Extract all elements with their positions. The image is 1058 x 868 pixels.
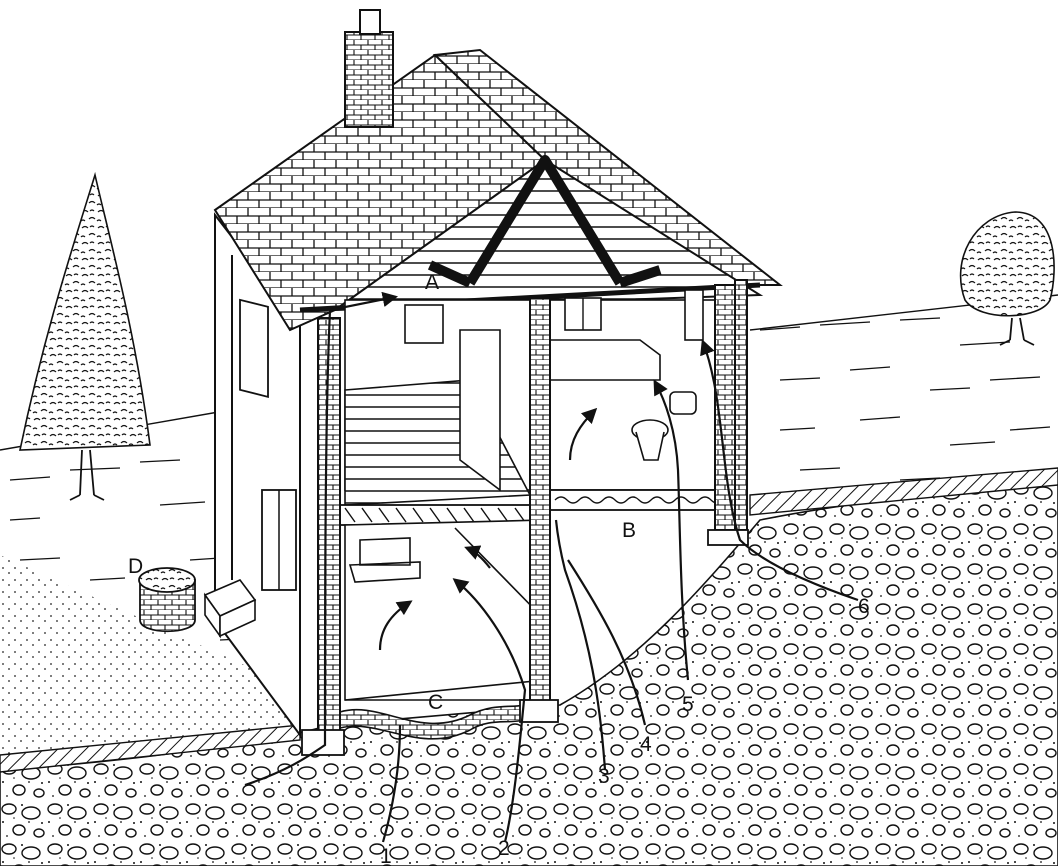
well-d [138, 567, 196, 633]
label-route-3: 3 [598, 765, 610, 788]
lawn-strip [0, 555, 300, 760]
post-base-left [301, 729, 345, 756]
toilet [631, 391, 697, 461]
route-a [244, 291, 399, 787]
label-b: B [622, 519, 637, 542]
deciduous-tree [959, 211, 1055, 346]
label-route-6: 6 [858, 595, 870, 618]
arrow-crack [464, 545, 491, 569]
internal-doorway [459, 329, 501, 492]
label-d: D [128, 555, 144, 578]
route-5 [653, 379, 690, 681]
label-route-4: 4 [640, 733, 652, 756]
chimney [344, 31, 394, 128]
route-1 [381, 724, 402, 843]
surface-hatch-left [0, 724, 301, 773]
bathroom-window [684, 289, 704, 341]
front-posts [317, 279, 748, 737]
fireplace [348, 537, 421, 583]
upper-side-window [239, 298, 269, 398]
gable-timbers [427, 155, 662, 288]
side-steps [203, 579, 257, 639]
label-a: A [425, 271, 440, 294]
conifer-tree [19, 171, 151, 501]
arrow-upper-room [568, 407, 598, 461]
route-4 [567, 559, 647, 726]
arrow-lower-room [378, 600, 413, 651]
route-2 [452, 578, 527, 843]
upper-left-window [404, 304, 444, 344]
label-route-1: 1 [380, 845, 392, 868]
bathtub [549, 339, 661, 381]
label-route-5: 5 [682, 693, 694, 716]
surface-hatch-right [749, 467, 1058, 516]
label-c: C [428, 691, 444, 714]
post-base-middle [519, 699, 559, 723]
chimney-pot [359, 9, 381, 35]
entry-routes [244, 291, 859, 843]
label-route-2: 2 [498, 837, 510, 860]
route-6 [700, 339, 859, 602]
route-3 [554, 519, 607, 771]
